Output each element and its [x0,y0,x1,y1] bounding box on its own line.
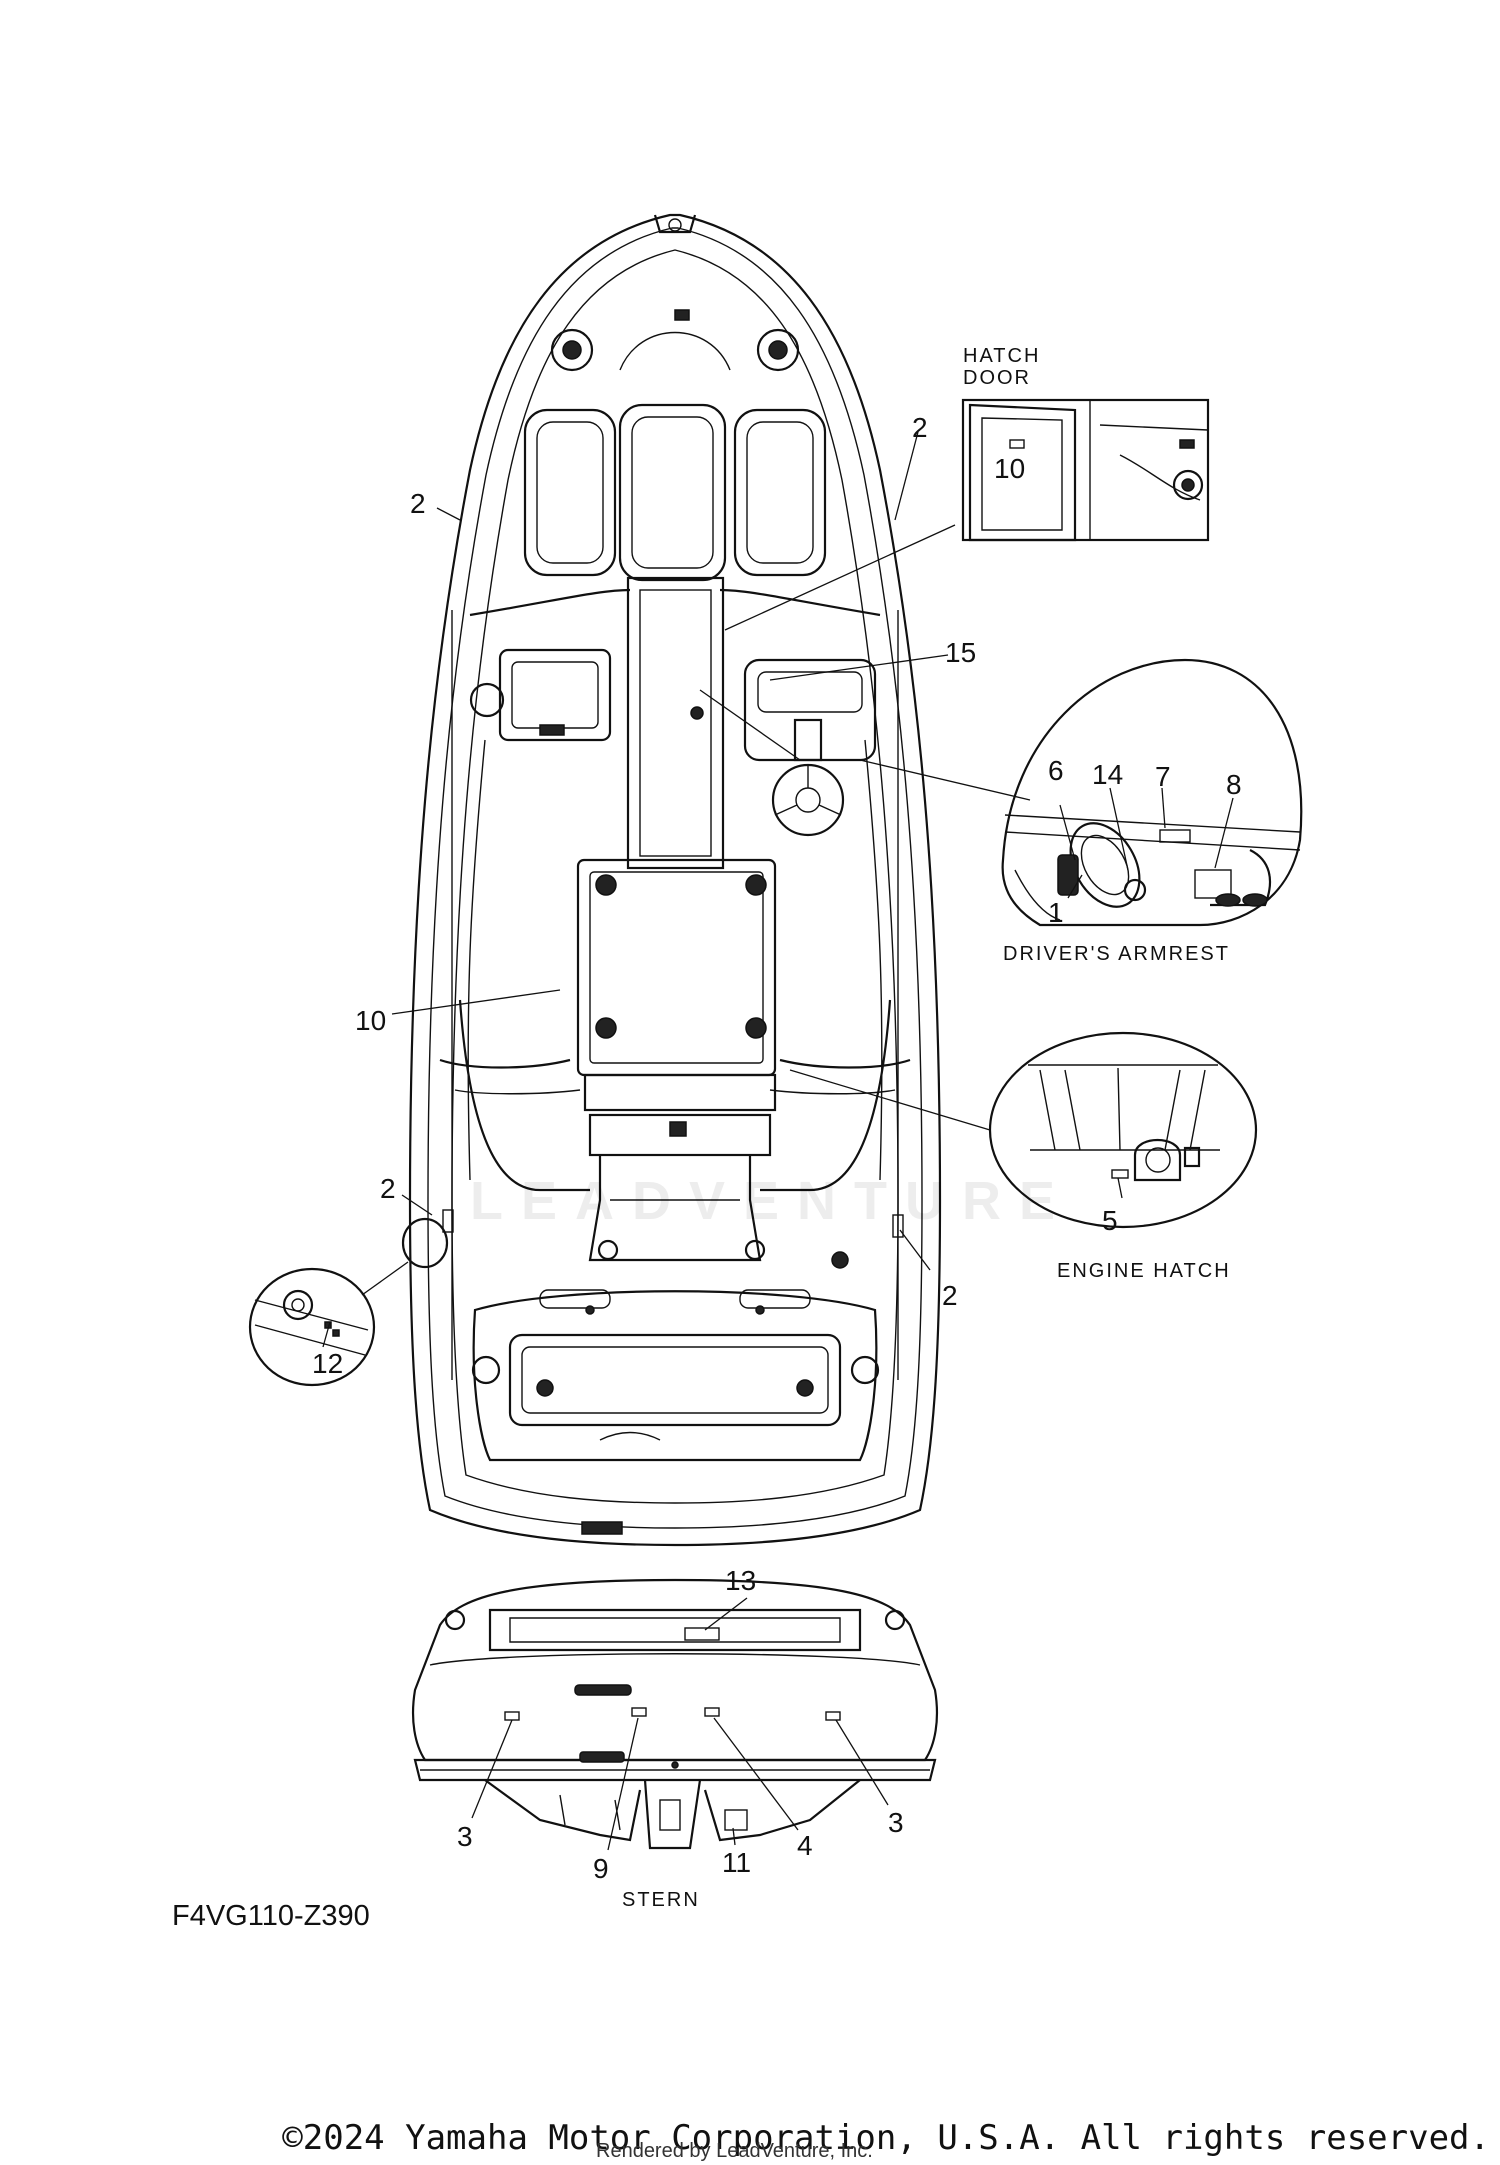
hatch-door-label-line1: HATCH [963,345,1040,367]
callout-8: 8 [1226,769,1242,800]
callout-7: 7 [1155,761,1171,792]
hatch-door-detail [961,398,1210,542]
callout-2: 2 [942,1280,958,1311]
callout-14: 14 [1092,759,1123,790]
callout-5: 5 [1102,1205,1118,1236]
detail-12-marker [401,1217,449,1269]
callout-3: 3 [457,1821,473,1852]
engine-hatch-label: ENGINE HATCH [1057,1260,1231,1282]
drivers-armrest-label: DRIVER'S ARMREST [1003,943,1230,965]
callout-numbers: 2 2 10 15 6 14 7 8 1 10 5 2 2 12 13 3 9 … [312,412,1242,1884]
callout-9: 9 [593,1853,609,1884]
callout-3: 3 [888,1807,904,1838]
callout-12: 12 [312,1348,343,1379]
watermark: LEADVENTURE [470,1171,1074,1231]
part-code: F4VG110-Z390 [172,1900,370,1932]
hatch-door-label-line2: DOOR [963,367,1031,389]
boat-top-view [408,213,942,1547]
callout-13: 13 [725,1565,756,1596]
drivers-armrest-detail [1001,658,1303,927]
leader-lines [322,431,1234,1851]
callout-10: 10 [355,1005,386,1036]
stern-view [411,1578,939,1850]
callout-15: 15 [945,637,976,668]
callout-2: 2 [380,1173,396,1204]
copyright-notice: ©2024 Yamaha Motor Corporation, U.S.A. A… [282,2118,1490,2158]
stern-label: STERN [622,1889,700,1911]
rendered-by-notice: Rendered by LeadVenture, Inc. [596,2140,873,2162]
callout-6: 6 [1048,755,1064,786]
callout-10: 10 [994,453,1025,484]
detail-12-circle [248,1267,376,1387]
callout-4: 4 [797,1830,813,1861]
callout-2: 2 [912,412,928,443]
callout-11: 11 [722,1847,751,1878]
callout-1: 1 [1048,897,1064,928]
callout-2: 2 [410,488,426,519]
